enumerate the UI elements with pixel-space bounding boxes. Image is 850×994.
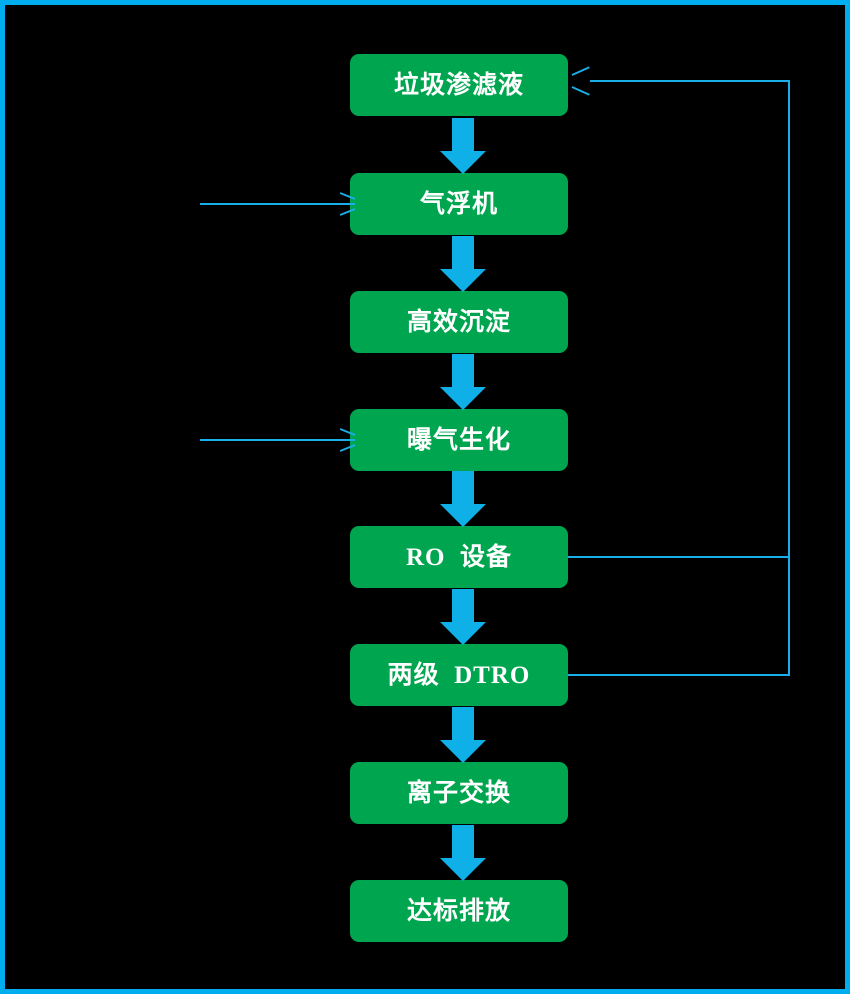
arrow-head-barb — [571, 86, 590, 96]
inlet-arrow-aeration-icon — [200, 428, 356, 452]
flow-arrow-down-icon — [440, 707, 486, 763]
return-line-top-horizontal — [590, 80, 790, 82]
inlet-arrow-flotation-icon — [200, 192, 356, 216]
arrow-shaft — [452, 236, 474, 270]
return-line-vertical-riser — [788, 80, 790, 676]
arrow-head — [440, 740, 486, 763]
flow-node-discharge[interactable]: 达标排放 — [350, 880, 568, 942]
flow-arrow-down-icon — [440, 589, 486, 645]
arrow-head — [440, 504, 486, 527]
arrow-shaft — [452, 589, 474, 623]
flow-node-ion-exchange[interactable]: 离子交换 — [350, 762, 568, 824]
arrow-shaft — [452, 707, 474, 741]
arrow-head-barb — [571, 66, 590, 76]
arrow-line — [200, 203, 355, 205]
arrow-shaft — [452, 118, 474, 152]
arrow-shaft — [452, 471, 474, 505]
flow-node-label: 垃圾渗滤液 — [393, 71, 524, 99]
arrow-line — [200, 439, 355, 441]
return-line-ro-horizontal — [568, 556, 790, 558]
flow-node-dtro[interactable]: 两级 DTRO — [350, 644, 568, 706]
return-line-dtro-horizontal — [568, 674, 790, 676]
arrow-shaft — [452, 825, 474, 859]
flow-node-label: 气浮机 — [419, 190, 498, 218]
flow-node-ro[interactable]: RO 设备 — [350, 526, 568, 588]
arrow-head — [440, 151, 486, 174]
flow-node-label: 高效沉淀 — [406, 308, 511, 336]
flow-node-flotation[interactable]: 气浮机 — [350, 173, 568, 235]
flow-arrow-down-icon — [440, 118, 486, 174]
flow-arrow-down-icon — [440, 236, 486, 292]
flow-node-aeration[interactable]: 曝气生化 — [350, 409, 568, 471]
flow-node-leachate[interactable]: 垃圾渗滤液 — [350, 54, 568, 116]
arrow-head — [440, 387, 486, 410]
flow-node-sedimentation[interactable]: 高效沉淀 — [350, 291, 568, 353]
flow-node-label: 离子交换 — [406, 779, 511, 807]
flow-arrow-down-icon — [440, 354, 486, 410]
arrow-head — [440, 269, 486, 292]
arrow-shaft — [452, 354, 474, 388]
flow-arrow-down-icon — [440, 825, 486, 881]
flow-node-label: 曝气生化 — [406, 426, 511, 454]
flow-node-label: 两级 DTRO — [387, 661, 531, 689]
return-arrow-head-icon — [571, 66, 590, 96]
flow-arrow-down-icon — [440, 471, 486, 527]
flow-node-label: 达标排放 — [406, 897, 511, 925]
arrow-head — [440, 622, 486, 645]
arrow-head — [440, 858, 486, 881]
flow-node-label: RO 设备 — [405, 543, 512, 571]
